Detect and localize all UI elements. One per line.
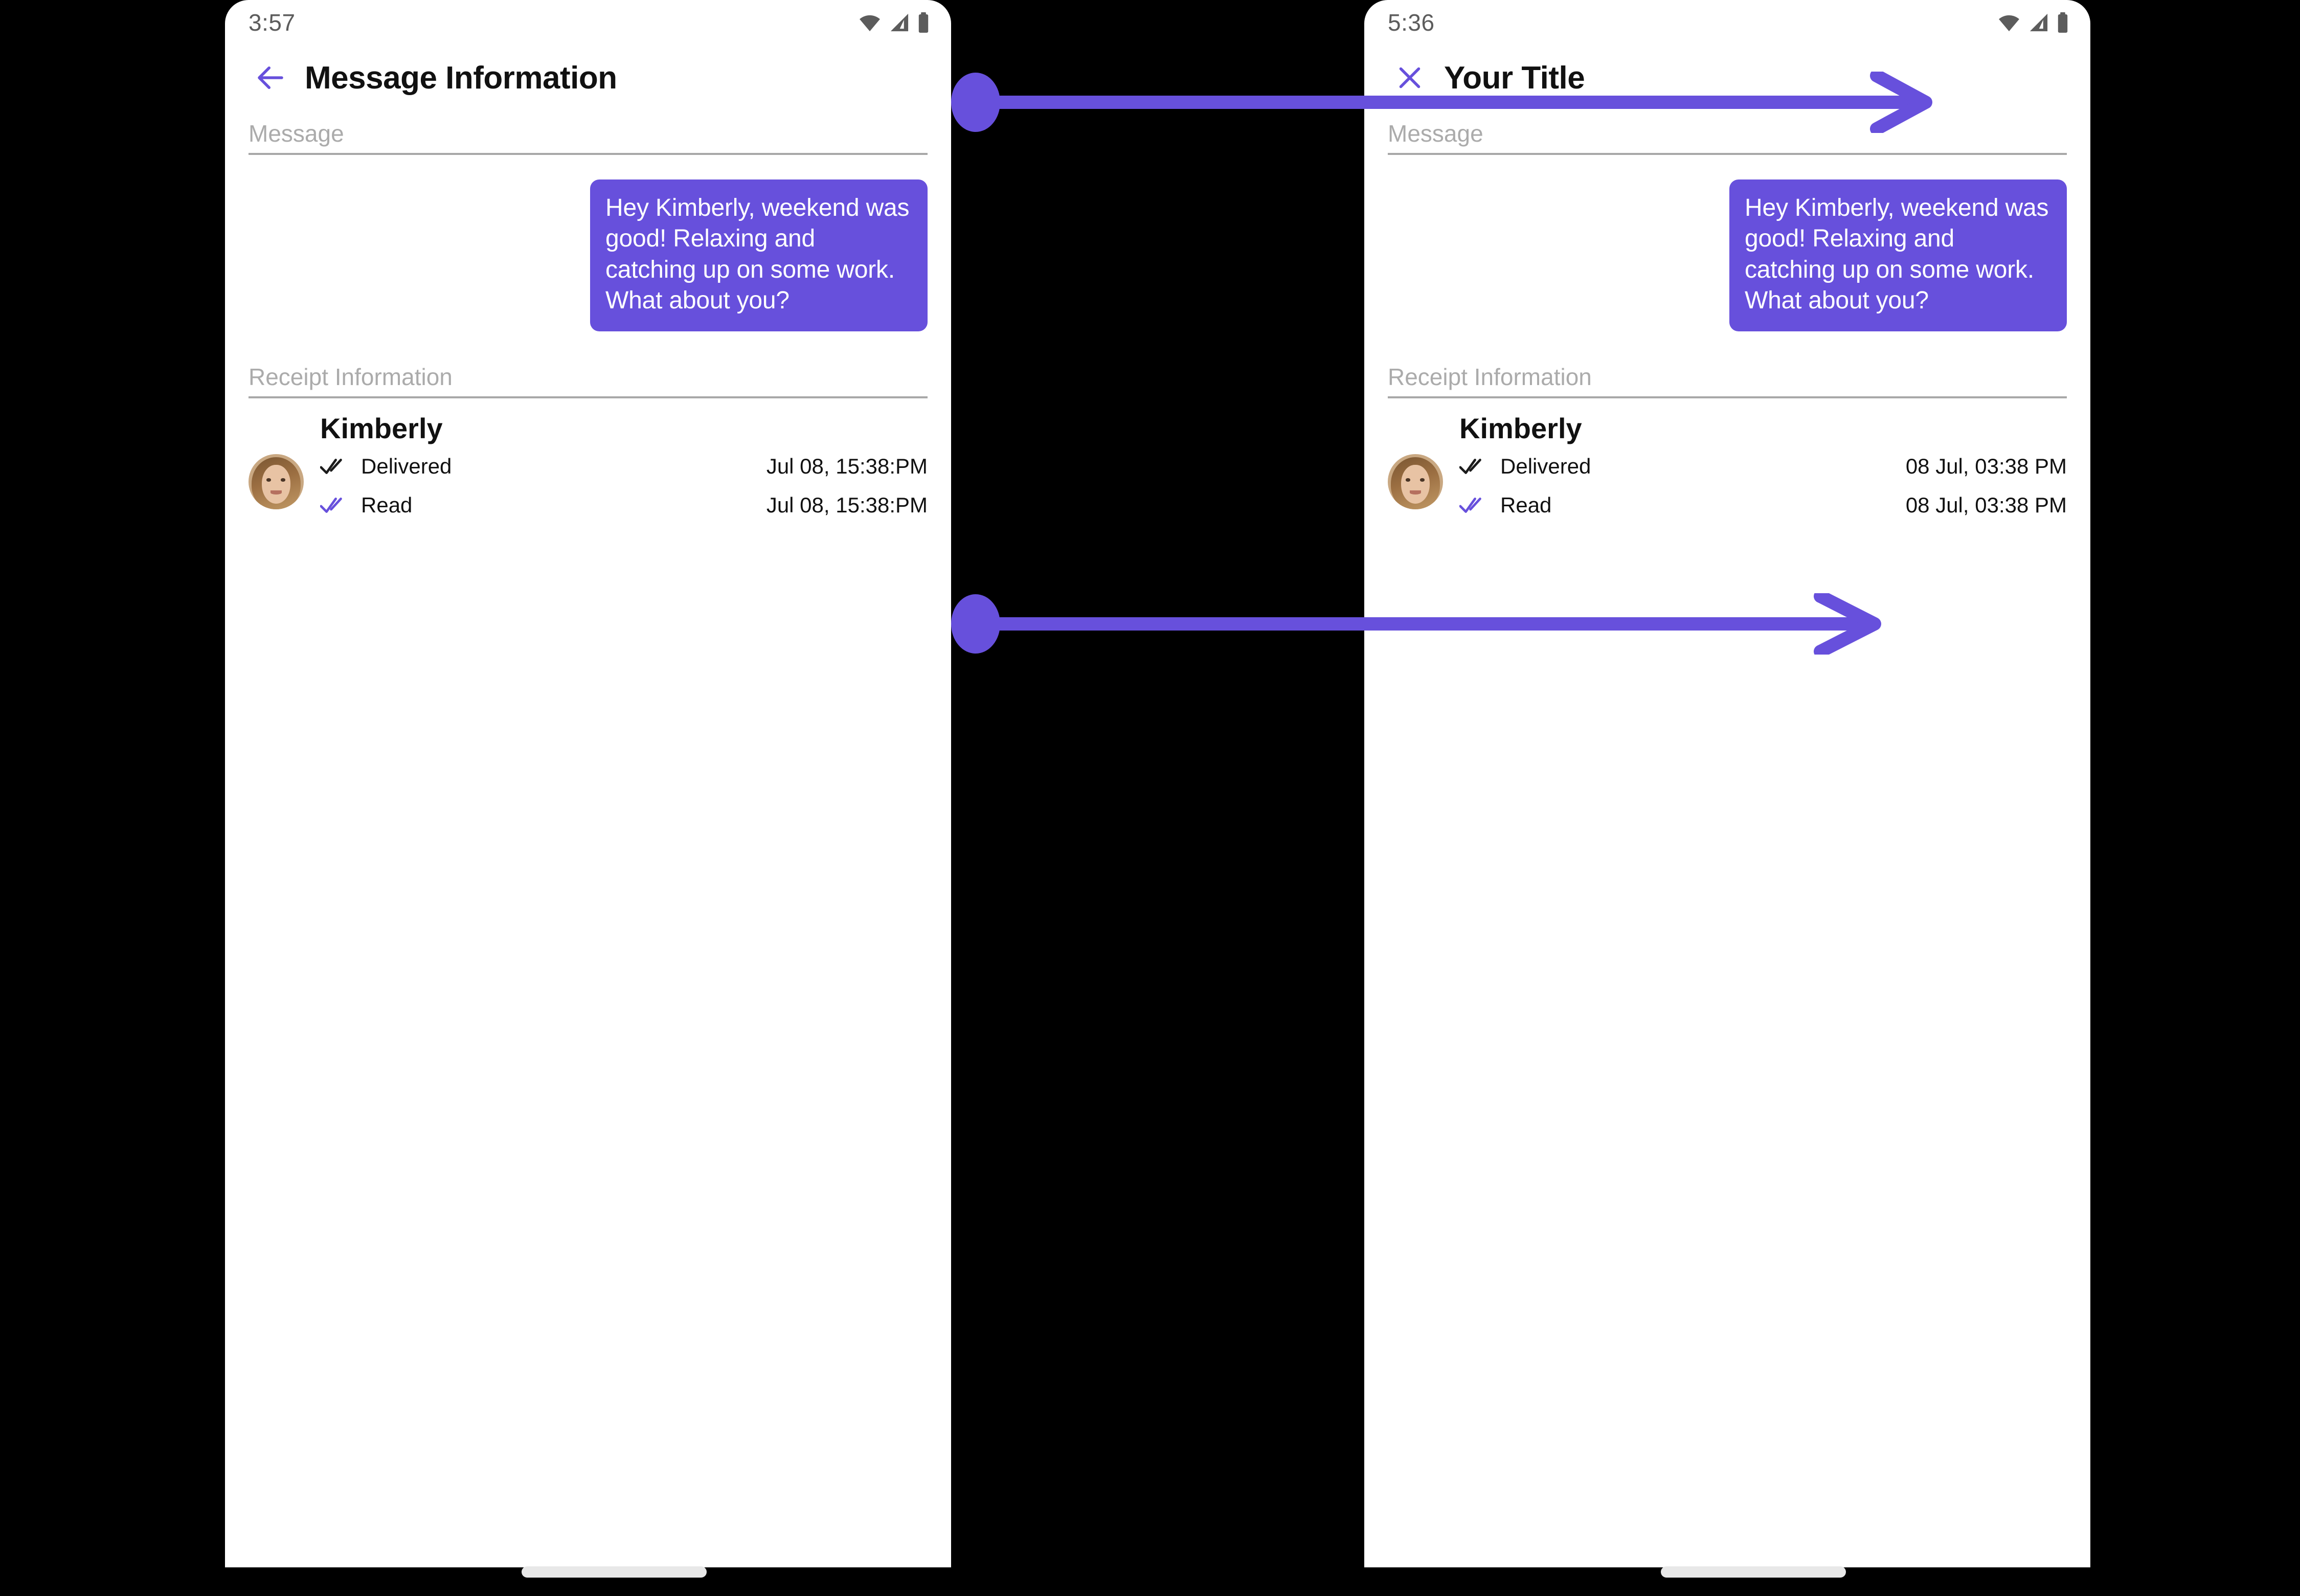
- app-bar: Your Title: [1364, 45, 2090, 110]
- receipt-section-label: Receipt Information: [1388, 364, 1592, 391]
- receipt-status-label: Delivered: [361, 454, 452, 478]
- receipt-timestamp: 08 Jul, 03:38 PM: [1905, 454, 2067, 478]
- battery-icon: [2057, 12, 2069, 33]
- message-section: Message: [225, 110, 951, 155]
- battery-icon: [917, 12, 930, 33]
- phone-screen-before: 3:57 Message Information Message Hey Kim…: [225, 0, 951, 1567]
- avatar: [249, 454, 304, 509]
- wifi-icon: [1997, 13, 2021, 32]
- receipt-status-label: Read: [361, 492, 413, 517]
- receipt-details: Kimberly Delivered Jul 08, 15:38:PM: [225, 398, 951, 525]
- divider: [249, 396, 928, 399]
- message-section-label: Message: [249, 120, 344, 147]
- avatar: [1388, 454, 1443, 509]
- receipt-section: Receipt Information: [225, 354, 951, 399]
- status-bar: 5:36: [1364, 0, 2090, 45]
- cellular-signal-icon: [889, 13, 910, 32]
- divider: [1388, 152, 2067, 155]
- receipt-timestamp: 08 Jul, 03:38 PM: [1905, 492, 2067, 517]
- status-bar-clock: 5:36: [1388, 9, 1435, 36]
- cellular-signal-icon: [2028, 13, 2049, 32]
- receipt-details: Kimberly Delivered 08 Jul, 03:38 PM: [1364, 398, 2090, 525]
- status-bar-icons: [858, 12, 930, 33]
- receipt-timestamp: Jul 08, 15:38:PM: [766, 492, 928, 517]
- message-bubble: Hey Kimberly, weekend was good! Relaxing…: [1729, 179, 2067, 332]
- divider: [1388, 396, 2067, 399]
- receipt-status-label: Read: [1500, 492, 1552, 517]
- receipt-row-delivered: Delivered 08 Jul, 03:38 PM: [1459, 447, 2067, 486]
- phone-screen-after: 5:36 Your Title Message Hey Kimberly, we…: [1364, 0, 2090, 1567]
- double-check-icon: [1459, 495, 1487, 515]
- receipt-status-label: Delivered: [1500, 454, 1591, 478]
- app-bar-title: Message Information: [305, 60, 617, 96]
- contact-name: Kimberly: [320, 412, 443, 445]
- close-x-icon[interactable]: [1388, 56, 1432, 100]
- divider: [249, 152, 928, 155]
- message-bubble: Hey Kimberly, weekend was good! Relaxing…: [590, 179, 928, 332]
- double-check-icon: [320, 495, 348, 515]
- app-bar: Message Information: [225, 45, 951, 110]
- wifi-icon: [858, 13, 882, 32]
- home-indicator: [522, 1566, 707, 1578]
- status-bar-icons: [1997, 12, 2069, 33]
- receipt-row-read: Read 08 Jul, 03:38 PM: [1459, 486, 2067, 525]
- message-bubble-row: Hey Kimberly, weekend was good! Relaxing…: [225, 155, 951, 354]
- receipt-section: Receipt Information: [1364, 354, 2090, 399]
- double-check-icon: [320, 456, 348, 477]
- status-bar-clock: 3:57: [249, 9, 296, 36]
- status-bar: 3:57: [225, 0, 951, 45]
- receipt-timestamp: Jul 08, 15:38:PM: [766, 454, 928, 478]
- receipt-row-delivered: Delivered Jul 08, 15:38:PM: [320, 447, 928, 486]
- message-section-label: Message: [1388, 120, 1483, 147]
- receipt-section-label: Receipt Information: [249, 364, 453, 391]
- message-section: Message: [1364, 110, 2090, 155]
- back-arrow-icon[interactable]: [249, 56, 292, 100]
- contact-name: Kimberly: [1459, 412, 1582, 445]
- home-indicator: [1661, 1566, 1846, 1578]
- message-bubble-row: Hey Kimberly, weekend was good! Relaxing…: [1364, 155, 2090, 354]
- app-bar-title: Your Title: [1444, 60, 1585, 96]
- receipt-row-read: Read Jul 08, 15:38:PM: [320, 486, 928, 525]
- double-check-icon: [1459, 456, 1487, 477]
